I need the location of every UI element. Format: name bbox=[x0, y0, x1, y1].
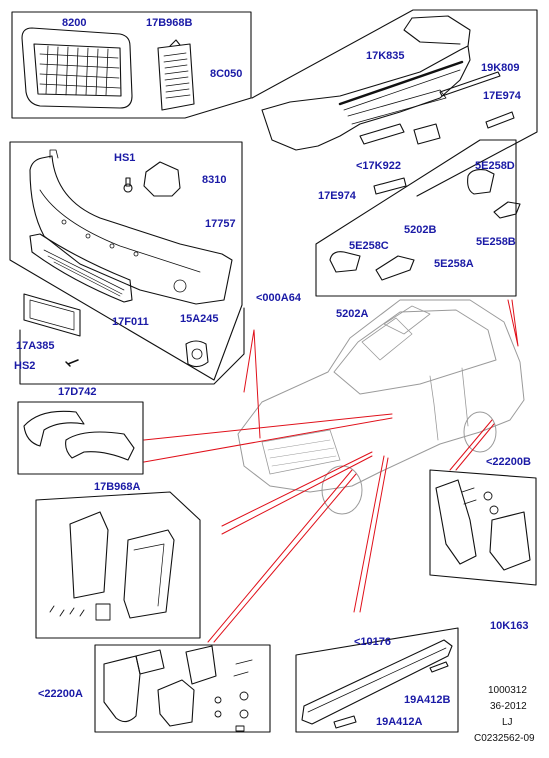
label-tow-cover-right: 5E258B bbox=[476, 236, 516, 248]
label-tow-cover-kit: 5202B bbox=[404, 224, 437, 236]
fog-surround-ring bbox=[191, 348, 203, 360]
plate-plinth-illustration bbox=[23, 293, 81, 337]
panel-plinth-fog bbox=[19, 307, 245, 385]
label-rear-mudflap-kit: <22200B bbox=[486, 456, 531, 468]
front-bumper-illustration bbox=[29, 149, 233, 305]
ref-line-3: LJ bbox=[502, 717, 513, 728]
label-fog-surround: 15A245 bbox=[180, 313, 219, 325]
label-tow-cover-lower: 5E258A bbox=[434, 258, 474, 270]
lower-grille-illustration bbox=[29, 233, 133, 303]
rear-bracket-right-illustration bbox=[485, 111, 515, 129]
plate-plinth-inner bbox=[29, 299, 75, 331]
side-vent-fixings bbox=[49, 603, 111, 621]
panel-frames bbox=[9, 9, 538, 733]
rear-mudflap-left-illustration bbox=[435, 479, 477, 565]
fog-surround-illustration bbox=[185, 340, 209, 368]
rear-mudflap-fixings bbox=[461, 487, 499, 515]
panel-front-bumper bbox=[9, 141, 243, 381]
side-step-illustration bbox=[301, 639, 453, 725]
grille-insert-illustration bbox=[157, 39, 195, 111]
label-rear-lower-panel: <17K922 bbox=[356, 160, 401, 172]
ref-line-1: 1000312 bbox=[488, 685, 527, 696]
front-mudflap-fixings bbox=[214, 659, 253, 732]
front-mudflap-left-illustration bbox=[103, 655, 141, 723]
panel-side-vent bbox=[35, 491, 201, 639]
label-grille-kit: 8C050 bbox=[210, 68, 243, 80]
rear-lower-panel-2-illustration bbox=[413, 123, 441, 145]
mirror-cover-right-illustration bbox=[65, 431, 135, 461]
step-end-cap-rear-illustration bbox=[429, 661, 449, 673]
label-front-bumper: 17757 bbox=[205, 218, 236, 230]
label-clip: HS1 bbox=[114, 152, 136, 164]
ref-line-4: C0232562-09 bbox=[474, 733, 535, 744]
mirror-cover-left-illustration bbox=[23, 410, 85, 447]
rear-lower-panel-illustration bbox=[359, 123, 405, 145]
front-mudflap-right-illustration bbox=[157, 679, 195, 727]
label-front-mudflap-kit: <22200A bbox=[38, 688, 83, 700]
screw-illustration bbox=[65, 359, 79, 367]
label-tow-cover-left: 5E258C bbox=[349, 240, 389, 252]
side-vent-left-illustration bbox=[69, 511, 109, 599]
label-grille: 8200 bbox=[62, 17, 87, 29]
rear-mudflap-right-illustration bbox=[489, 511, 531, 571]
panel-grille bbox=[11, 11, 252, 119]
clip-illustration bbox=[123, 177, 133, 193]
leader-lines bbox=[143, 299, 519, 643]
label-lower-grille: 17F011 bbox=[112, 316, 149, 328]
label-mirror-covers: 17D742 bbox=[58, 386, 97, 398]
tow-cover-right-illustration bbox=[493, 201, 521, 219]
reflector-bracket-illustration bbox=[439, 71, 501, 97]
grille-illustration bbox=[21, 27, 133, 109]
label-step-end-cap-rear: 19A412B bbox=[404, 694, 451, 706]
label-rear-bracket-right: 17E974 bbox=[483, 90, 521, 102]
label-rear-bracket-left: 17E974 bbox=[318, 190, 356, 202]
label-tow-cover-upper: 5E258D bbox=[475, 160, 515, 172]
step-end-cap-front-illustration bbox=[333, 715, 357, 729]
ref-line-2: 36-2012 bbox=[490, 701, 527, 712]
front-mudflap-bracket-2 bbox=[185, 645, 217, 685]
side-vent-right-detail bbox=[133, 543, 165, 607]
panel-front-mudflaps bbox=[94, 644, 271, 733]
side-step-edge bbox=[307, 647, 447, 713]
label-rear-bumper: 17K835 bbox=[366, 50, 405, 62]
tow-cover-lower-illustration bbox=[375, 255, 415, 281]
panel-rear-mudflaps bbox=[429, 469, 537, 586]
side-vent-right-illustration bbox=[123, 529, 175, 619]
label-screw: HS2 bbox=[14, 360, 36, 372]
label-bracket: 8310 bbox=[202, 174, 227, 186]
label-side-step-assembly: 10K163 bbox=[490, 620, 529, 632]
label-step-end-cap-front: 19A412A bbox=[376, 716, 423, 728]
label-plate-plinth: 17A385 bbox=[16, 340, 55, 352]
label-reflector-bracket: 19K809 bbox=[481, 62, 520, 74]
tow-cover-upper-illustration bbox=[467, 169, 495, 195]
panel-tow-covers bbox=[315, 139, 517, 297]
front-mudflap-bracket-1 bbox=[135, 649, 165, 675]
label-front-bumper-assembly: <000A64 bbox=[256, 292, 301, 304]
panel-side-step bbox=[295, 627, 459, 733]
panel-mirror-covers bbox=[17, 401, 144, 475]
tow-cover-left-illustration bbox=[329, 251, 361, 273]
vehicle-outline bbox=[237, 299, 525, 515]
rear-bracket-left-illustration bbox=[373, 177, 407, 195]
label-side-vent-kit: 17B968A bbox=[94, 481, 141, 493]
label-grille-insert: 17B968B bbox=[146, 17, 193, 29]
label-tow-cover-assembly: 5202A bbox=[336, 308, 369, 320]
label-side-step: <10176 bbox=[354, 636, 392, 648]
bracket-illustration bbox=[143, 161, 181, 197]
panel-rear-bumper bbox=[251, 9, 538, 197]
